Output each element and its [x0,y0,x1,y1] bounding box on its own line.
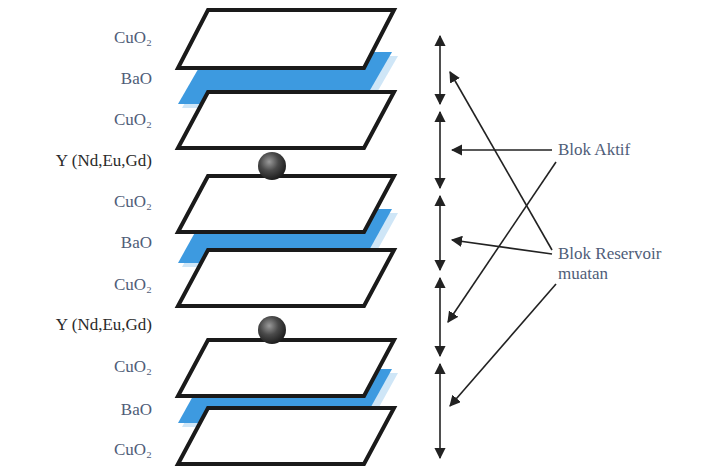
layer-label: BaO [121,400,152,420]
y-atom [258,152,286,180]
block-label: Blok Reservoir muatan [558,244,708,284]
layer-label: Y (Nd,Eu,Gd) [56,151,152,171]
layer-label: CuO₂ [114,440,152,460]
layer-label: BaO [121,233,152,253]
layer-label: CuO₂ [114,28,152,48]
layer-label: CuO₂ [114,275,152,295]
y-atom [258,316,286,344]
bao-plane [178,52,398,427]
leader-arrow [448,72,556,406]
layer-label: CuO₂ [114,192,152,212]
cuo2-plane [178,10,394,464]
layer-label: CuO₂ [114,110,152,130]
layer-label: CuO₂ [114,357,152,377]
block-label: Blok Aktif [558,140,708,160]
block-bracket [439,36,441,458]
layer-label: BaO [121,69,152,89]
layer-label: Y (Nd,Eu,Gd) [56,315,152,335]
